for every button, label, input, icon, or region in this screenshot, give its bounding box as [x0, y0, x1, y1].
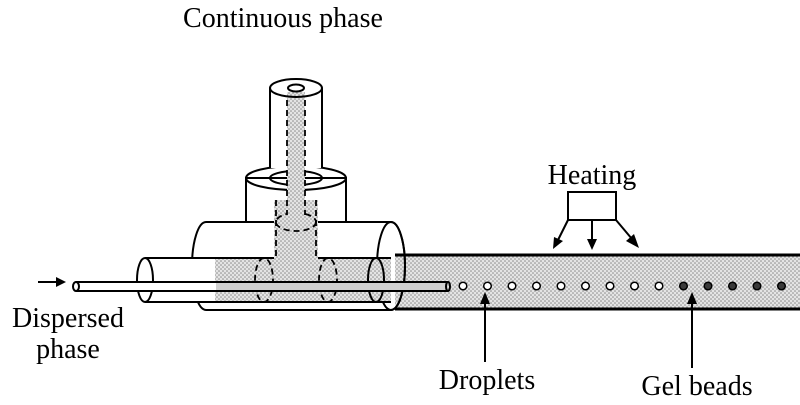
- droplet: [654, 281, 664, 291]
- pointer-arrow-icon: [480, 292, 490, 304]
- droplet: [458, 281, 468, 291]
- droplets-label: Droplets: [439, 365, 535, 396]
- inlet-arrow-icon: [56, 277, 66, 287]
- gel-beads-label: Gel beads: [641, 371, 752, 402]
- heating-indicator: [553, 191, 639, 250]
- outlet-tube: [395, 253, 800, 311]
- continuous-phase-inlet: [269, 78, 323, 217]
- heating-arrow-icon: [626, 234, 639, 248]
- droplet: [629, 281, 640, 291]
- bead-group: [458, 281, 787, 291]
- droplet: [531, 281, 542, 291]
- pointer-arrow-icon: [687, 292, 697, 304]
- droplet: [507, 281, 517, 291]
- heating-label: Heating: [548, 160, 637, 191]
- droplet: [580, 281, 591, 291]
- continuous-phase-label: Continuous phase: [183, 3, 383, 34]
- gel-bead: [703, 281, 713, 291]
- gel-bead: [727, 281, 738, 291]
- dispersed-phase-inlet: [38, 257, 451, 303]
- dispersed-phase-label-line2: phase: [36, 334, 100, 365]
- heating-arrow-icon: [587, 239, 597, 250]
- gel-bead: [752, 281, 762, 291]
- gel-bead: [776, 281, 787, 291]
- droplets-pointer: [480, 292, 490, 362]
- droplet: [556, 281, 566, 291]
- heating-arrow-icon: [553, 237, 563, 249]
- gel-beads-pointer: [687, 292, 697, 368]
- gel-bead: [678, 281, 689, 291]
- droplet: [605, 281, 615, 291]
- dispersed-phase-label-line1: Dispersed: [12, 303, 124, 334]
- droplet: [482, 281, 493, 291]
